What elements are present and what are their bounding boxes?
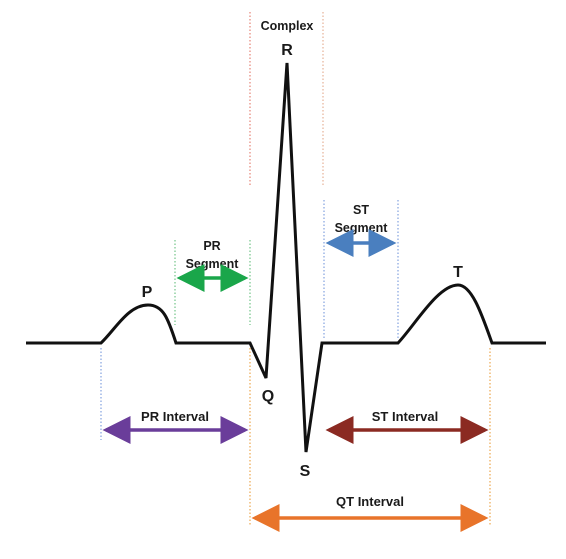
guide-lines	[100, 12, 491, 525]
wave-label-q: Q	[262, 388, 274, 405]
wave-label-r: R	[281, 42, 293, 59]
st-segment-label-line2: Segment	[335, 221, 389, 235]
pr-segment-label-line1: PR	[203, 239, 220, 253]
pr-interval-label: PR Interval	[141, 409, 209, 424]
wave-label-p: P	[142, 284, 153, 301]
wave-label-s: S	[300, 463, 311, 480]
pr-segment-label-line2: Segment	[186, 257, 240, 271]
qt-interval-label: QT Interval	[336, 494, 404, 509]
ecg-trace	[26, 62, 546, 453]
wave-label-t: T	[453, 264, 463, 281]
st-interval-label: ST Interval	[372, 409, 438, 424]
qrs-complex-label: Complex	[261, 19, 314, 33]
st-segment-label-line1: ST	[353, 203, 369, 217]
